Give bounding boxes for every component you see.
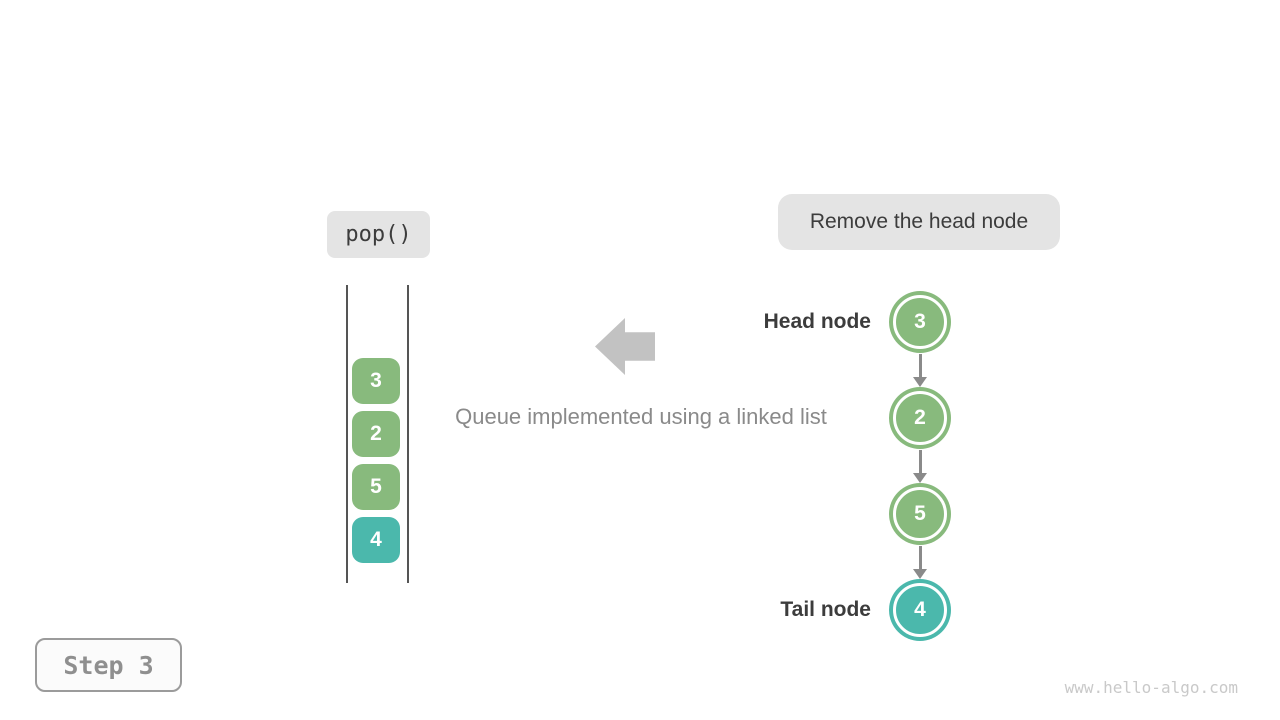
annotation-label: Remove the head node (809, 210, 1029, 233)
caption: Queue implemented using a linked list (455, 404, 827, 429)
arrow-line (918, 546, 922, 569)
operation-label: pop() (345, 222, 412, 247)
arrow-down-icon (913, 546, 927, 579)
list-node: 3 (893, 295, 947, 349)
queue-cell-value: 5 (370, 475, 382, 498)
queue-cell-value: 4 (370, 528, 382, 551)
list-node: 5 (893, 487, 947, 541)
queue-cell-value: 3 (370, 369, 382, 392)
queue-cell: 4 (352, 517, 400, 563)
arrow-down-icon (913, 450, 927, 483)
arrow-line (918, 354, 922, 377)
queue-cell: 2 (352, 411, 400, 457)
queue-cell: 5 (352, 464, 400, 510)
arrow-head (913, 377, 927, 387)
arrow-line (918, 450, 922, 473)
arrow-head (913, 473, 927, 483)
arrow-head (913, 569, 927, 579)
list-node-value: 4 (914, 598, 926, 621)
operation-badge: pop() (327, 211, 430, 258)
list-node-value: 5 (914, 502, 926, 525)
tail-node-label: Tail node (780, 598, 871, 621)
queue-container: 3 2 5 4 (346, 285, 409, 583)
step-label: Step 3 (63, 650, 154, 680)
list-node-value: 3 (914, 310, 926, 333)
watermark: www.hello-algo.com (1064, 678, 1238, 697)
queue-cell-value: 2 (370, 422, 382, 445)
list-node-value: 2 (914, 406, 926, 429)
list-node: 2 (893, 391, 947, 445)
head-node-label: Head node (763, 310, 871, 333)
queue-cell: 3 (352, 358, 400, 404)
list-node: 4 (893, 583, 947, 637)
arrow-down-icon (913, 354, 927, 387)
annotation-badge: Remove the head node (778, 194, 1060, 250)
step-badge: Step 3 (35, 638, 182, 692)
